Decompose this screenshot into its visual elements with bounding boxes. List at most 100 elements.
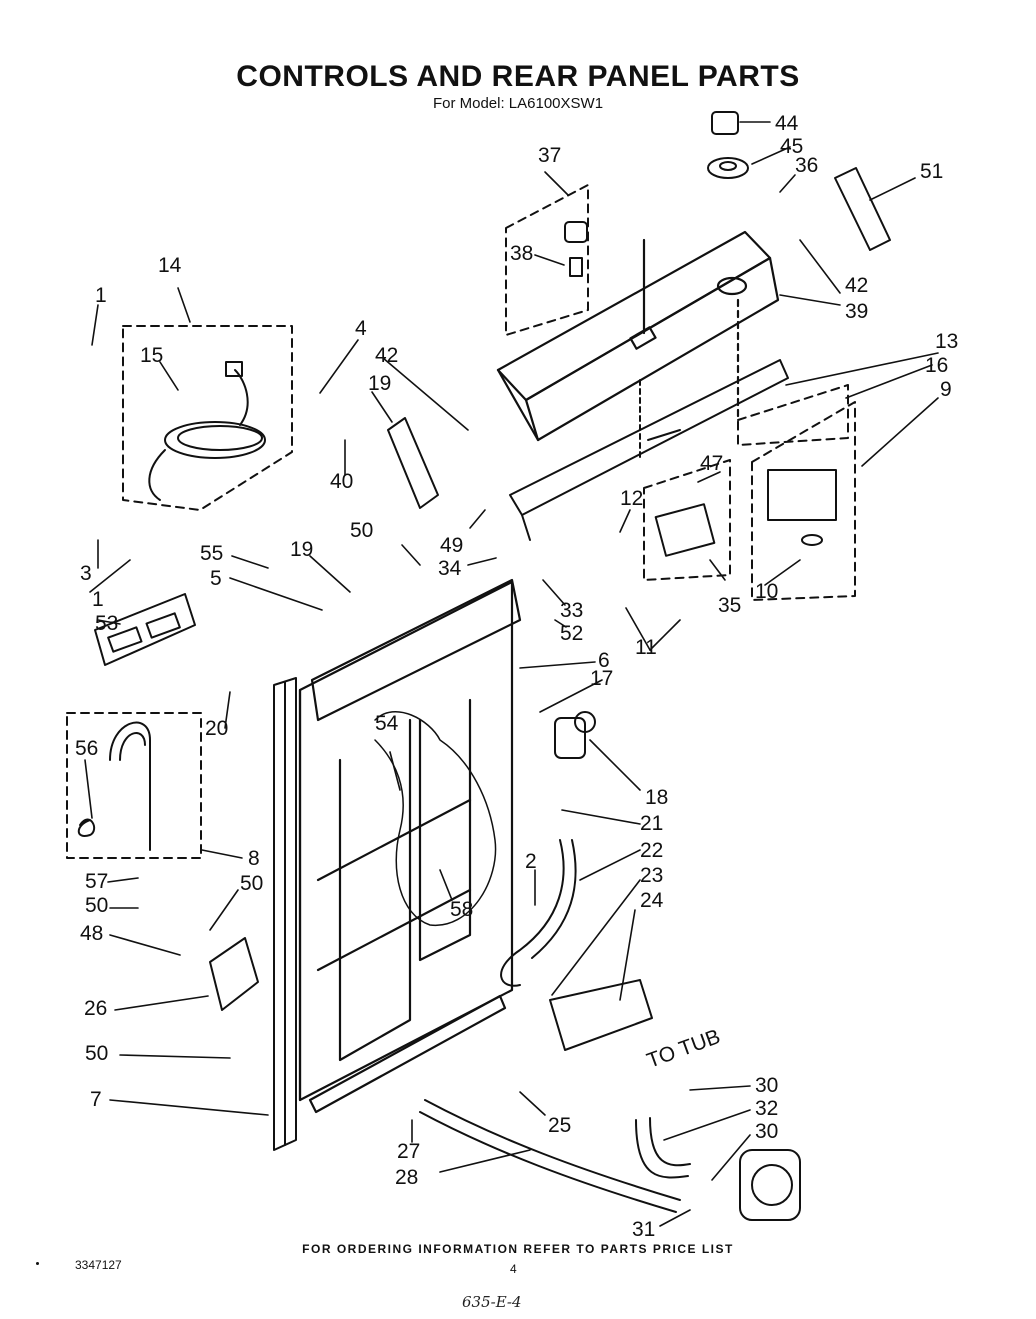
group-box-14 xyxy=(122,325,293,511)
drain-hose-56 xyxy=(77,721,151,851)
callout-1: 1 xyxy=(95,284,107,307)
callout-47: 47 xyxy=(700,452,723,475)
callout-27: 27 xyxy=(397,1140,420,1163)
handwritten-note: 635-E-4 xyxy=(462,1293,522,1311)
drain-hose-28 xyxy=(419,1099,681,1213)
callout-42: 42 xyxy=(845,274,868,297)
callout-9: 9 xyxy=(940,378,952,401)
callout-24: 24 xyxy=(640,889,664,912)
callout-23: 23 xyxy=(640,864,663,887)
callout-54: 54 xyxy=(375,712,399,735)
callout-33: 33 xyxy=(560,599,583,622)
bracket-53 xyxy=(94,593,196,666)
callout-20: 20 xyxy=(205,717,228,740)
wire-harness-54 xyxy=(374,710,497,926)
bracket-13 xyxy=(509,359,789,541)
page-number: 4 xyxy=(510,1262,517,1276)
callout-35: 35 xyxy=(718,594,741,617)
leader-lines xyxy=(84,121,939,1227)
callout-50: 50 xyxy=(85,1042,108,1065)
callout-18: 18 xyxy=(645,786,668,809)
callout-26: 26 xyxy=(84,997,107,1020)
callout-53: 53 xyxy=(95,612,118,635)
callout-44: 44 xyxy=(775,112,799,135)
callout-55: 55 xyxy=(200,542,223,565)
callout-4: 4 xyxy=(355,317,367,340)
callout-16: 16 xyxy=(925,354,948,377)
control-console xyxy=(496,230,780,442)
knob-44 xyxy=(711,111,739,135)
callout-21: 21 xyxy=(640,812,663,835)
callout-57: 57 xyxy=(85,870,108,893)
callout-31: 31 xyxy=(632,1218,655,1241)
callout-15: 15 xyxy=(140,344,163,367)
callout-52: 52 xyxy=(560,622,583,645)
group-box-35 xyxy=(643,459,731,581)
group-box-37 xyxy=(505,184,589,336)
callout-50: 50 xyxy=(240,872,263,895)
callout-39: 39 xyxy=(845,300,868,323)
callout-40: 40 xyxy=(330,470,353,493)
group-box-13 xyxy=(737,384,849,446)
end-cap-51 xyxy=(834,167,891,251)
callout-7: 7 xyxy=(90,1088,102,1111)
callout-37: 37 xyxy=(538,144,561,167)
document-number: 3347127 xyxy=(75,1258,122,1272)
knob-38 xyxy=(564,221,588,277)
bracket-16 xyxy=(387,417,439,509)
callout-19: 19 xyxy=(368,372,391,395)
model-subtitle: For Model: LA6100XSW1 xyxy=(432,95,604,112)
water-valve-18 xyxy=(554,711,596,759)
switch-35 xyxy=(654,503,716,557)
pump-assembly xyxy=(739,1149,801,1221)
callout-38: 38 xyxy=(510,242,533,265)
power-cord-15 xyxy=(148,361,266,501)
callout-22: 22 xyxy=(640,839,663,862)
callout-42: 42 xyxy=(375,344,398,367)
bracket-26 xyxy=(209,937,259,1011)
skirt-45 xyxy=(707,157,749,179)
callout-56: 56 xyxy=(75,737,98,760)
group-box-9 xyxy=(751,401,856,601)
callout-50: 50 xyxy=(85,894,108,917)
callout-to-tub: TO TUB xyxy=(644,1025,724,1073)
callout-48: 48 xyxy=(80,922,103,945)
callout-51: 51 xyxy=(920,160,943,183)
callout-30: 30 xyxy=(755,1074,778,1097)
callout-19: 19 xyxy=(290,538,313,561)
callout-12: 12 xyxy=(620,487,643,510)
callout-49: 49 xyxy=(440,534,463,557)
callout-50: 50 xyxy=(350,519,373,542)
callout-17: 17 xyxy=(590,667,613,690)
ordering-note: FOR ORDERING INFORMATION REFER TO PARTS … xyxy=(302,1242,734,1256)
callout-8: 8 xyxy=(248,847,260,870)
callout-45: 45 xyxy=(780,135,803,158)
page-title: CONTROLS AND REAR PANEL PARTS xyxy=(236,60,800,93)
side-strip-7 xyxy=(273,677,297,1151)
callout-32: 32 xyxy=(755,1097,778,1120)
callout-36: 36 xyxy=(795,154,818,177)
callout-25: 25 xyxy=(548,1114,571,1137)
fill-hose-22 xyxy=(500,839,577,987)
callout-1: 1 xyxy=(92,588,104,611)
callout-14: 14 xyxy=(158,254,182,277)
callout-58: 58 xyxy=(450,898,473,921)
callout-2: 2 xyxy=(525,850,537,873)
callout-34: 34 xyxy=(438,557,462,580)
callout-13: 13 xyxy=(935,330,958,353)
callout-3: 3 xyxy=(80,562,92,585)
callout-10: 10 xyxy=(755,580,778,603)
callout-11: 11 xyxy=(635,636,657,659)
hose-32 xyxy=(635,1117,691,1179)
callout-5: 5 xyxy=(210,567,222,590)
rear-panel xyxy=(298,578,522,1114)
callout-30: 30 xyxy=(755,1120,778,1143)
timer-9 xyxy=(767,469,837,546)
callout-28: 28 xyxy=(395,1166,418,1189)
bracket-24 xyxy=(549,979,653,1051)
callout-6: 6 xyxy=(598,649,610,672)
margin-dot xyxy=(36,1262,39,1265)
